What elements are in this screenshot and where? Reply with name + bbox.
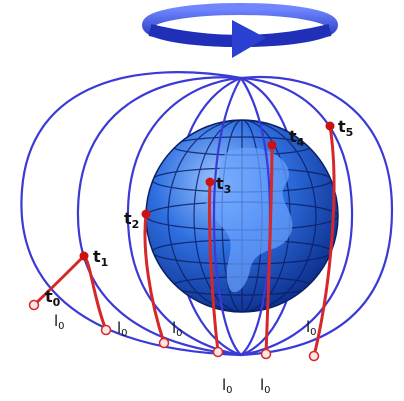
track-6 bbox=[312, 125, 336, 357]
earth-globe-icon bbox=[145, 119, 339, 313]
marker-t2 bbox=[141, 209, 151, 219]
label-l0-d: l0 bbox=[222, 376, 233, 396]
label-t1: t1 bbox=[93, 247, 108, 269]
start-labels: l0 l0 l0 l0 l0 l0 bbox=[54, 312, 317, 396]
field-line-front-1 bbox=[212, 77, 242, 356]
label-l0-b: l0 bbox=[117, 319, 128, 339]
marker-t1 bbox=[79, 251, 89, 261]
track-3 bbox=[143, 213, 166, 344]
track-4 bbox=[207, 181, 220, 353]
marker-t0 bbox=[28, 299, 40, 311]
marker-l0-a bbox=[100, 324, 112, 336]
label-l0-f: l0 bbox=[306, 318, 317, 338]
track-5 bbox=[264, 144, 274, 355]
label-t0: t0 bbox=[45, 287, 61, 309]
label-l0-c: l0 bbox=[172, 319, 183, 339]
field-line-1 bbox=[20, 71, 242, 357]
arrowhead-icon bbox=[232, 20, 266, 58]
label-t4: t4 bbox=[289, 127, 305, 149]
field-line-7 bbox=[240, 75, 394, 357]
track-1 bbox=[32, 254, 86, 307]
marker-l0-b bbox=[158, 337, 170, 349]
label-t5: t5 bbox=[338, 117, 353, 139]
label-t2: t2 bbox=[124, 209, 139, 231]
field-line-6 bbox=[240, 76, 354, 357]
drift-tracks bbox=[32, 125, 336, 357]
label-l0-e: l0 bbox=[260, 376, 271, 396]
label-l0-a: l0 bbox=[54, 312, 65, 332]
marker-l0-c bbox=[212, 346, 224, 358]
rotation-arrow-icon bbox=[142, 3, 338, 58]
field-line-3 bbox=[126, 76, 242, 357]
field-line-2 bbox=[76, 76, 242, 357]
marker-t3 bbox=[205, 177, 215, 187]
marker-l0-d bbox=[260, 348, 272, 360]
marker-t4 bbox=[267, 140, 277, 150]
markers bbox=[28, 121, 335, 362]
marker-l0-e bbox=[308, 350, 320, 362]
time-labels: t0 t1 t2 t3 t4 t5 bbox=[45, 117, 353, 309]
label-t3: t3 bbox=[216, 174, 231, 196]
marker-t5 bbox=[325, 121, 335, 131]
